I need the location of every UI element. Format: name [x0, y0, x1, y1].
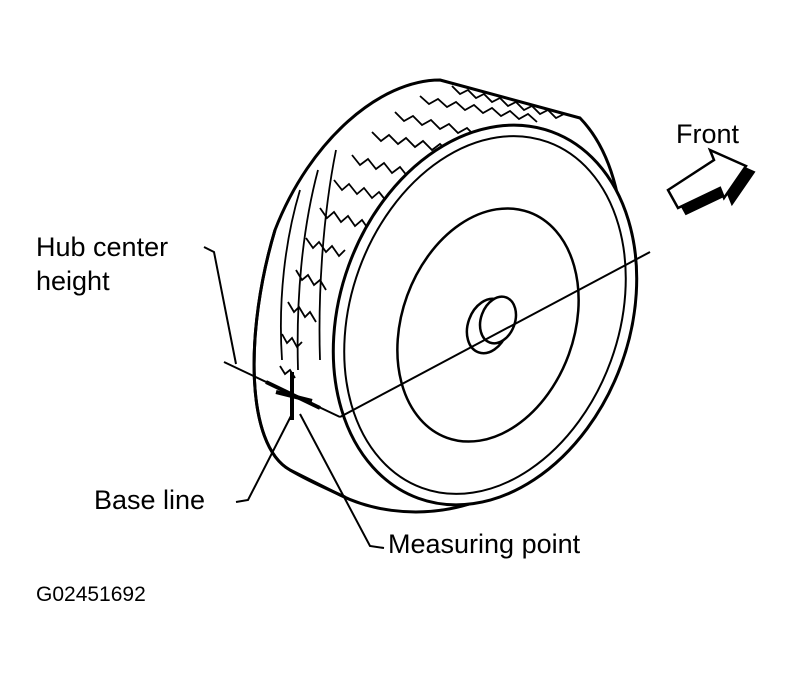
measuring-point-label: Measuring point: [388, 529, 581, 559]
arrow-right-icon: [666, 147, 756, 216]
figure-id: G02451692: [36, 583, 146, 606]
tire-rear-outline: [252, 229, 346, 499]
hub-center-height-label-line2: height: [36, 266, 110, 296]
measuring-point-mark: [275, 372, 313, 420]
front-label: Front: [676, 119, 740, 149]
hub-center-height-label-line1: Hub center: [36, 232, 169, 262]
leader-lines: [203, 246, 385, 549]
hub-center-line: [339, 251, 651, 418]
wheel-hub: [465, 295, 518, 355]
base-line-label: Base line: [94, 485, 206, 515]
